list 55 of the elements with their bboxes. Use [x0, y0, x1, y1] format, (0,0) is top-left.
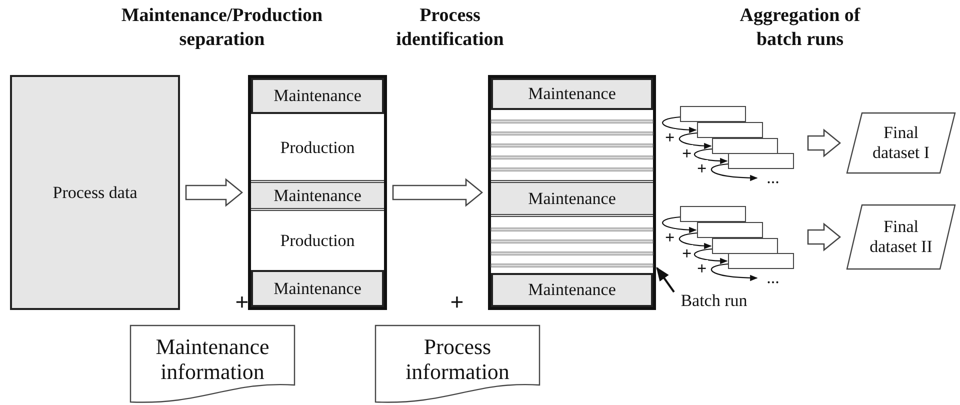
node-label: Final dataset I [871, 123, 931, 163]
node-label: Maintenance [274, 186, 362, 206]
curved-arrow [662, 116, 697, 133]
segmentation-column [248, 75, 387, 310]
batch-run-column [488, 75, 656, 310]
batch-run-box [712, 238, 778, 254]
curved-arrow [694, 248, 728, 264]
block-arrow [807, 128, 842, 158]
document-text: Process information [404, 334, 510, 384]
batch-run-box [680, 106, 746, 122]
curved-arrow [711, 163, 758, 181]
document-shape [375, 325, 540, 403]
node-label: Maintenance [528, 188, 616, 208]
plus-sign: + [449, 289, 465, 318]
dataset-parallelogram [846, 112, 956, 174]
stage-heading: Aggregation of batch runs [738, 4, 862, 52]
node-label: Maintenance [274, 86, 362, 106]
dataset-parallelogram [846, 204, 956, 270]
maintenance-segment [491, 273, 653, 307]
block-arrow [807, 222, 842, 252]
node-label: Process data [52, 182, 138, 202]
batch-run-box [712, 138, 778, 154]
document-shape [130, 325, 295, 403]
curved-arrow [694, 148, 728, 164]
curved-arrow [711, 263, 758, 281]
ellipsis: ... [766, 168, 780, 188]
maintenance-segment [491, 78, 653, 110]
node-label: Final dataset II [868, 217, 934, 257]
batch-run-box [728, 253, 794, 269]
batch-run-box [697, 122, 763, 138]
maintenance-segment [251, 270, 384, 307]
ellipsis: ... [766, 268, 780, 288]
stage-heading: Maintenance/Production separation [120, 4, 324, 52]
batch-run-box [680, 206, 746, 222]
block-arrow [185, 178, 244, 207]
curved-arrow [678, 232, 712, 249]
curved-arrow [678, 132, 712, 149]
maintenance-segment [251, 78, 384, 114]
plus-sign: + [234, 289, 250, 318]
node-label: Maintenance [528, 84, 616, 104]
batch-run-label: Batch run [680, 291, 748, 311]
node-label: Maintenance [528, 280, 616, 300]
document-text: Maintenance information [154, 334, 270, 384]
maintenance-segment [491, 180, 653, 217]
maintenance-segment [251, 180, 384, 211]
block-arrow [392, 178, 484, 207]
node-label: Production [280, 138, 355, 158]
process-data-box [10, 75, 180, 310]
stage-heading: Process identification [395, 4, 505, 52]
node-label: Production [280, 230, 355, 250]
leader-line [656, 266, 675, 293]
batch-run-box [728, 153, 794, 169]
curved-arrow [662, 216, 697, 233]
node-label: Maintenance [274, 278, 362, 298]
batch-run-box [697, 222, 763, 238]
